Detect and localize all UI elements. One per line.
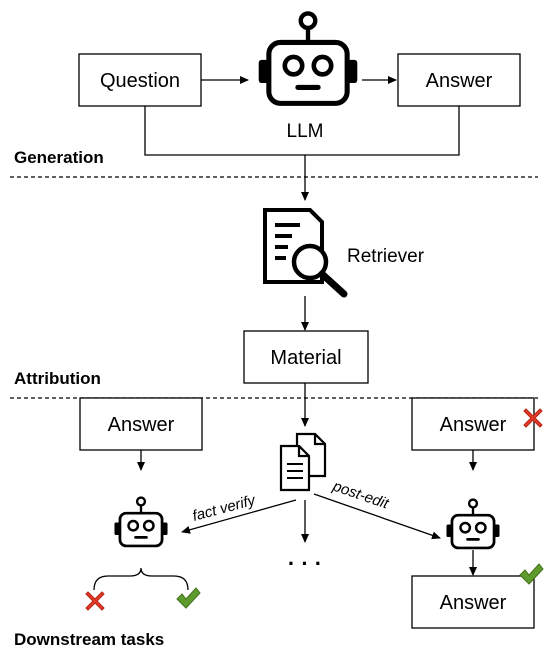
answer-text-left: Answer	[108, 414, 175, 436]
question-text: Question	[100, 70, 180, 92]
post-edit-arrow	[313, 493, 441, 540]
generation-section-label: Generation	[14, 148, 104, 167]
answer-text-right-top: Answer	[440, 414, 507, 436]
incorrect-cross-icon	[85, 591, 105, 611]
answer-box-right-top	[411, 397, 535, 451]
attribution-section-label: Attribution	[14, 369, 101, 388]
fact-verify-robot-icon	[113, 496, 169, 548]
material-text: Material	[270, 347, 341, 369]
post-edit-label: post-edit	[330, 477, 392, 512]
verdict-brace	[93, 567, 189, 591]
answer-box-right-bottom	[411, 575, 535, 629]
answer-text-right-bottom: Answer	[440, 592, 507, 614]
answer-text-top: Answer	[426, 70, 493, 92]
retriever-icon	[263, 208, 348, 298]
downstream-section-label: Downstream tasks	[14, 630, 164, 649]
llm-robot-icon	[259, 13, 358, 103]
material-box	[243, 330, 369, 384]
answer-box-top	[397, 53, 521, 107]
llm-label: LLM	[287, 121, 324, 142]
correct-check-icon	[176, 587, 201, 609]
answer-box-left	[79, 397, 203, 451]
question-box	[78, 53, 202, 107]
documents-icon	[279, 432, 327, 492]
post-edit-robot-icon	[445, 498, 501, 550]
generation-bracket-line	[144, 106, 460, 156]
ellipsis-text: · · ·	[288, 551, 322, 576]
fact-verify-arrow	[181, 499, 297, 534]
retriever-label: Retriever	[347, 246, 425, 267]
